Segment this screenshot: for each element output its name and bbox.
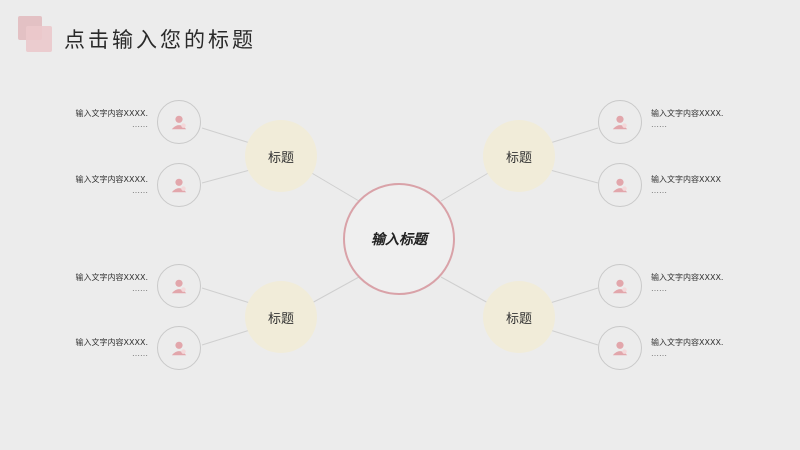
person-icon	[171, 115, 187, 130]
branch-label: 标题	[267, 311, 294, 327]
leaf-node[interactable]	[598, 326, 642, 370]
leaf-text-sub: ……	[651, 349, 667, 358]
leaf-text-sub: ……	[651, 284, 667, 293]
leaf-text: 输入文字内容XXXX. ……	[651, 272, 751, 294]
leaf-text-sub: ……	[132, 186, 148, 195]
branch-node-bottom-right[interactable]: 标题	[483, 281, 555, 353]
leaf-text-main: 输入文字内容XXXX.	[651, 109, 724, 118]
connector-line	[549, 287, 599, 304]
person-icon	[171, 279, 187, 294]
branch-label: 标题	[505, 150, 532, 166]
leaf-text: 输入文字内容XXXX. ……	[53, 174, 148, 196]
leaf-text: 输入文字内容XXXX. ……	[651, 108, 751, 130]
leaf-node[interactable]	[157, 100, 201, 144]
leaf-text-sub: ……	[132, 349, 148, 358]
connector-line	[549, 169, 599, 184]
person-icon	[612, 279, 628, 294]
leaf-text-main: 输入文字内容XXXX.	[75, 109, 148, 118]
leaf-text-main: 输入文字内容XXXX.	[75, 338, 148, 347]
leaf-node[interactable]	[598, 264, 642, 308]
person-icon	[612, 341, 628, 356]
leaf-text-main: 输入文字内容XXXX.	[651, 338, 724, 347]
person-icon	[171, 178, 187, 193]
leaf-text-main: 输入文字内容XXXX.	[651, 273, 724, 282]
center-node[interactable]: 输入标题	[343, 183, 455, 295]
leaf-text-main: 输入文字内容XXXX.	[75, 273, 148, 282]
branch-node-top-left[interactable]: 标题	[245, 120, 317, 192]
connector-line	[440, 171, 491, 202]
branch-node-top-right[interactable]: 标题	[483, 120, 555, 192]
leaf-text: 输入文字内容XXXX ……	[651, 174, 751, 196]
connector-line	[201, 287, 251, 304]
title-decoration-square	[26, 26, 52, 52]
leaf-text: 输入文字内容XXXX. ……	[53, 272, 148, 294]
connector-line	[201, 169, 251, 184]
branch-label: 标题	[267, 150, 294, 166]
page-title[interactable]: 点击输入您的标题	[64, 28, 256, 52]
leaf-node[interactable]	[157, 163, 201, 207]
person-icon	[171, 341, 187, 356]
branch-label: 标题	[505, 311, 532, 327]
person-icon	[612, 115, 628, 130]
leaf-node[interactable]	[157, 264, 201, 308]
leaf-text-main: 输入文字内容XXXX.	[75, 175, 148, 184]
leaf-node[interactable]	[157, 326, 201, 370]
leaf-text: 输入文字内容XXXX. ……	[651, 337, 751, 359]
leaf-text-sub: ……	[651, 186, 667, 195]
leaf-text-sub: ……	[132, 284, 148, 293]
leaf-text-main: 输入文字内容XXXX	[651, 175, 721, 184]
center-label: 输入标题	[371, 232, 427, 248]
connector-line	[549, 329, 599, 346]
connector-line	[309, 276, 360, 305]
leaf-node[interactable]	[598, 163, 642, 207]
connector-line	[309, 171, 360, 202]
connector-line	[201, 127, 251, 144]
leaf-text: 输入文字内容XXXX. ……	[53, 337, 148, 359]
connector-line	[440, 276, 491, 305]
leaf-text-sub: ……	[132, 120, 148, 129]
connector-line	[549, 127, 599, 144]
leaf-text-sub: ……	[651, 120, 667, 129]
connector-line	[201, 329, 251, 346]
leaf-text: 输入文字内容XXXX. ……	[53, 108, 148, 130]
person-icon	[612, 178, 628, 193]
leaf-node[interactable]	[598, 100, 642, 144]
branch-node-bottom-left[interactable]: 标题	[245, 281, 317, 353]
